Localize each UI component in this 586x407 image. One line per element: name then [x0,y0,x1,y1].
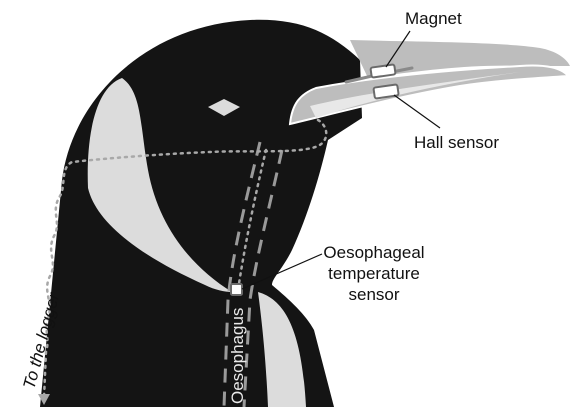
penguin-head-silhouette [40,20,362,407]
oesophagus-label: Oesophagus [228,308,247,404]
hall-sensor-label: Hall sensor [414,133,499,152]
oesophageal-sensor-label-line1: Oesophageal [323,243,424,262]
hall-sensor-leader-line [394,95,440,128]
oesophageal-sensor-label-line3: sensor [348,285,399,304]
magnet-label: Magnet [405,9,462,28]
oesophageal-sensor-icon [231,284,242,295]
magnet-icon [370,64,395,77]
oesophageal-sensor-label-line2: temperature [328,264,420,283]
hall-sensor-icon [373,84,398,98]
